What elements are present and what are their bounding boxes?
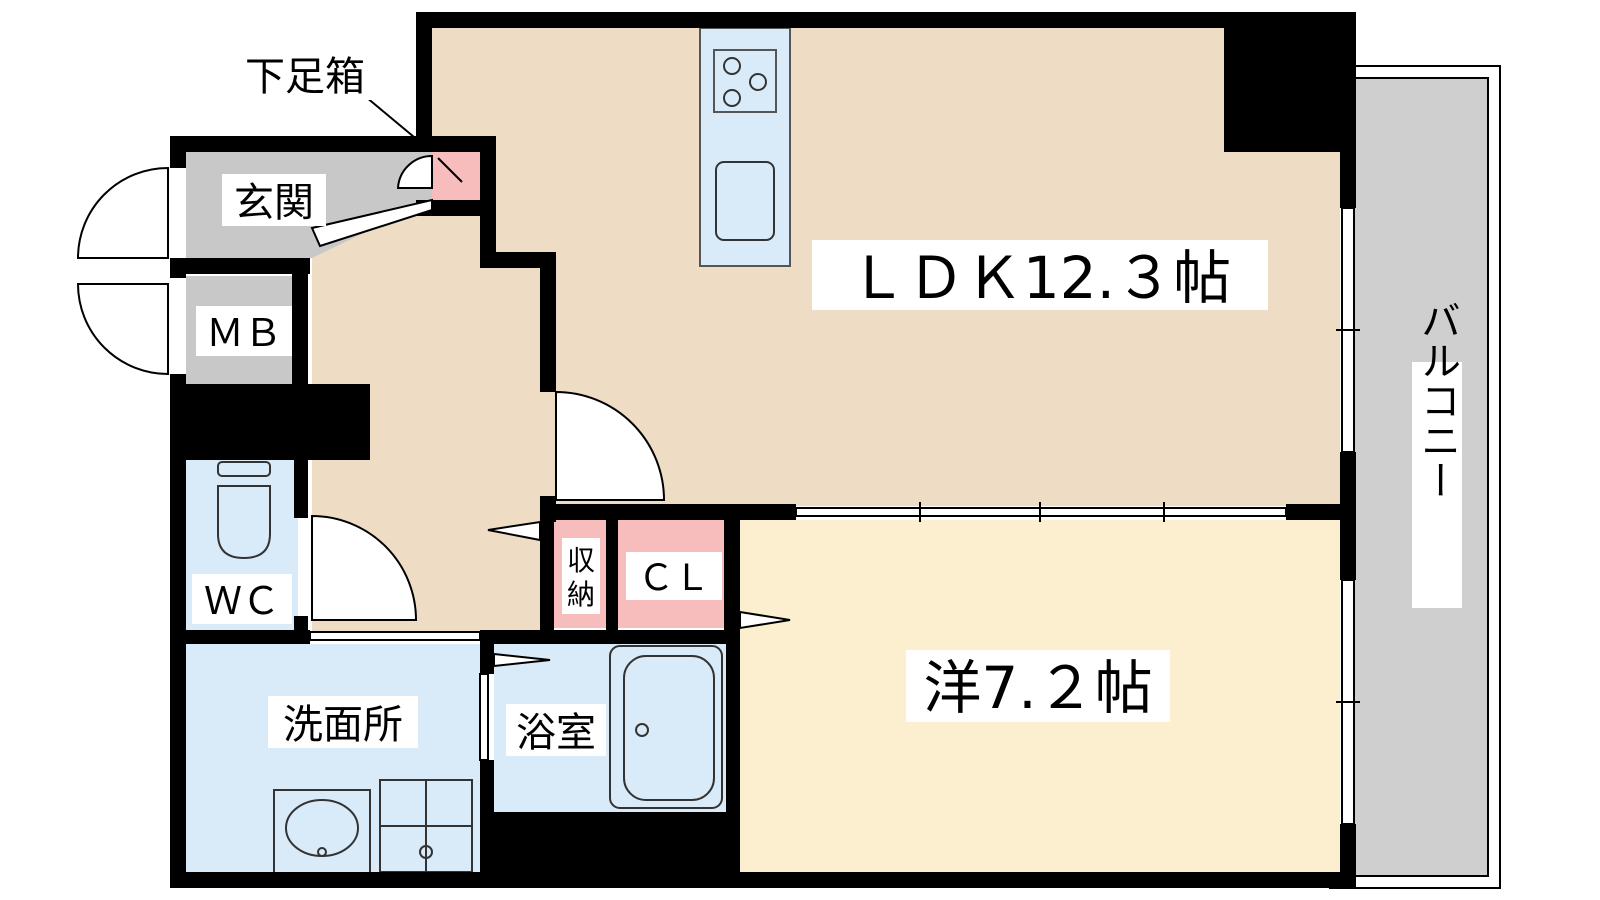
wall (540, 520, 554, 630)
label-bg (812, 240, 1268, 310)
drain-icon (635, 723, 649, 737)
wall (180, 630, 310, 644)
wall (480, 644, 494, 674)
shoe-box-label: 下足箱 (245, 54, 365, 100)
windows (309, 207, 1360, 825)
room-label-entrance: 玄関 (234, 180, 314, 226)
wall (180, 258, 310, 274)
label-bg (268, 696, 418, 748)
room-label-storage-2: 納 (567, 578, 595, 611)
wall (180, 384, 370, 460)
bathtub-inner (623, 655, 715, 801)
door-swing (76, 283, 169, 376)
toilet-tank (217, 461, 271, 477)
door-arrow (739, 610, 791, 630)
room-label-storage-1: 収 (567, 544, 595, 577)
wall (1286, 504, 1356, 520)
wall (480, 630, 740, 644)
wall (170, 136, 186, 168)
wall (294, 458, 308, 518)
burner-icon (723, 57, 741, 75)
label-bg (626, 552, 722, 600)
burner-icon (723, 89, 741, 107)
sliding-door (309, 631, 481, 641)
label-bg (196, 306, 292, 356)
wall (724, 520, 740, 644)
basin-drain (317, 847, 327, 857)
wall (170, 136, 482, 152)
wall (480, 760, 494, 820)
wall (416, 12, 432, 152)
door-swing (396, 154, 433, 189)
label-bg (906, 650, 1170, 722)
label-bg (222, 174, 326, 226)
label-bg (506, 704, 606, 756)
door-swing (555, 390, 666, 501)
toilet-bowl (217, 485, 271, 560)
wall (540, 252, 556, 392)
wall (292, 258, 308, 384)
sliding-door (479, 673, 489, 761)
wall (606, 520, 618, 630)
wall (170, 374, 186, 888)
door-arrow (493, 652, 551, 668)
label-bg (1412, 362, 1462, 608)
wall (294, 616, 308, 632)
hallway-floor (312, 200, 540, 640)
shoe-box-mark (437, 157, 463, 183)
washer-drain (419, 845, 433, 859)
wall (480, 252, 554, 268)
wall (480, 812, 740, 878)
door-swing (76, 166, 169, 259)
walls (170, 12, 1356, 888)
room-label-bath: 浴室 (516, 710, 596, 756)
kitchen-sink (715, 161, 775, 241)
label-bg (192, 574, 292, 624)
shoe-box-leader (359, 91, 421, 143)
wall (480, 136, 496, 266)
burner-icon (749, 73, 767, 91)
room-label-western: 洋7.２帖 (923, 654, 1152, 722)
door-arrow (310, 198, 433, 248)
door-arrow (487, 520, 541, 542)
room-label-wc: ＷＣ (204, 579, 280, 623)
room-label-ldk: ＬＤＫ12.３帖 (849, 244, 1231, 312)
room-label-washroom: 洗面所 (283, 702, 403, 748)
wall (170, 872, 1356, 888)
column (1224, 28, 1340, 152)
wall (416, 12, 1354, 28)
room-label-closet: ＣＬ (638, 558, 710, 599)
stove (713, 49, 777, 113)
wall (1340, 12, 1356, 208)
room-label-mb: ＭＢ (206, 311, 282, 355)
label-bg (230, 50, 380, 100)
wall (540, 504, 796, 520)
door-swing (311, 514, 418, 621)
label-bg (562, 538, 600, 614)
doors (76, 154, 791, 668)
room-label-balcony: バルコニー (1414, 300, 1460, 500)
